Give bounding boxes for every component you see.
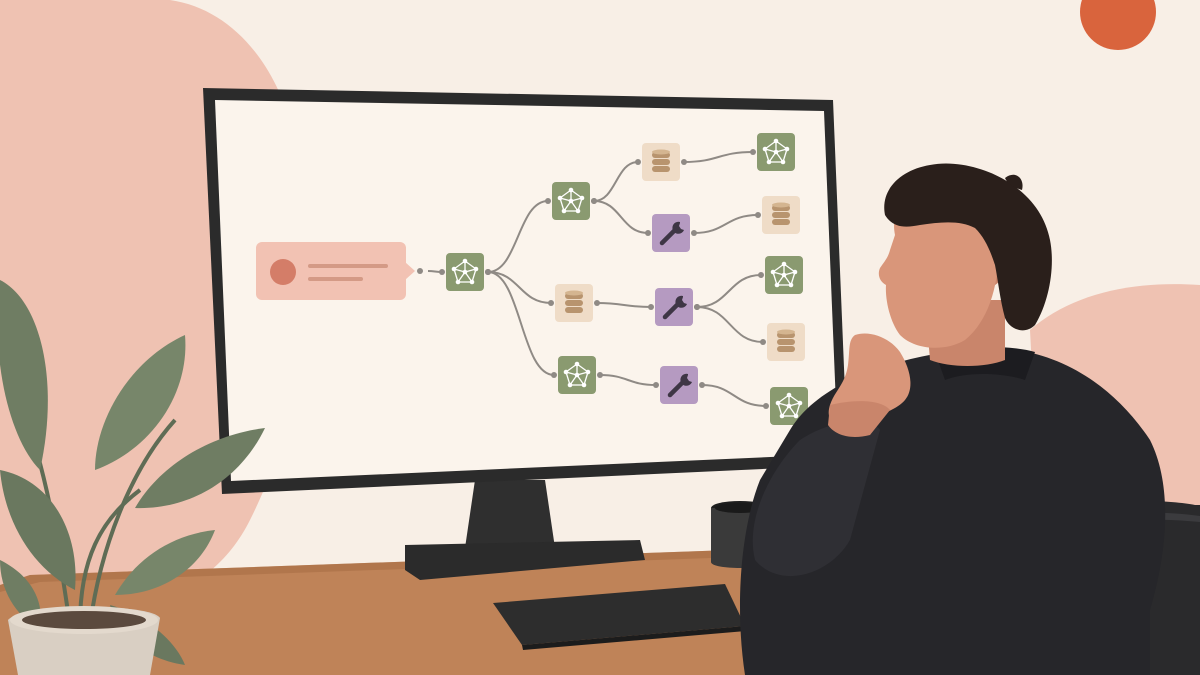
edge-port	[545, 198, 551, 204]
potted-plant	[0, 280, 265, 675]
workflow-edge	[487, 271, 552, 304]
monitor-stand-neck	[465, 480, 555, 548]
edge-port	[439, 269, 445, 275]
input-card[interactable]	[256, 242, 415, 300]
edge-port	[648, 304, 654, 310]
workflow-edge	[487, 271, 555, 376]
network-icon	[557, 187, 585, 214]
person-arm	[752, 421, 880, 577]
edge-port	[681, 159, 687, 165]
workflow-edge	[593, 200, 649, 234]
workflow-node-tool[interactable]	[655, 288, 693, 326]
edge-port	[597, 372, 603, 378]
network-icon	[770, 261, 798, 288]
workflow-edge	[693, 214, 759, 234]
person	[740, 163, 1166, 675]
workflow-edges	[427, 149, 769, 409]
plant-leaf	[0, 280, 48, 470]
edge-port	[485, 269, 491, 275]
edge-port	[758, 272, 764, 278]
plant-leaf	[135, 428, 265, 509]
workflow-nodes	[446, 133, 808, 425]
wrench-icon	[662, 295, 687, 320]
plant-leaf	[115, 530, 215, 595]
edge-port	[763, 403, 769, 409]
database-icon	[777, 329, 795, 352]
workflow-node-database[interactable]	[767, 323, 805, 361]
plant-leaf	[95, 335, 186, 470]
keyboard	[493, 584, 745, 645]
workflow-edge	[701, 384, 767, 407]
edge-port	[594, 300, 600, 306]
workflow-node-network[interactable]	[552, 182, 590, 220]
edge-port	[694, 304, 700, 310]
workflow-node-database[interactable]	[555, 284, 593, 322]
edge-port	[551, 372, 557, 378]
edge-port	[760, 339, 766, 345]
plant-stem	[78, 488, 142, 626]
edge-port	[691, 230, 697, 236]
input-card-line-2	[308, 277, 363, 281]
workflow-node-network[interactable]	[765, 256, 803, 294]
input-card-avatar	[270, 259, 296, 285]
input-card-port	[417, 268, 423, 274]
wrench-icon	[667, 373, 692, 398]
database-icon	[565, 290, 583, 313]
monitor-stand-base	[405, 540, 645, 580]
person-wrist	[828, 401, 890, 437]
workflow-node-network[interactable]	[757, 133, 795, 171]
workflow-edge	[683, 151, 754, 163]
plant-leaf	[0, 470, 76, 590]
workflow-edge	[696, 306, 764, 343]
network-icon	[563, 361, 591, 388]
workflow-node-database[interactable]	[642, 143, 680, 181]
sun-circle	[1080, 0, 1156, 50]
plant-pot-soil	[22, 611, 146, 629]
person-hair	[884, 163, 1052, 331]
input-card-line-1	[308, 264, 388, 268]
workflow-edge	[599, 374, 657, 386]
network-icon	[775, 392, 803, 419]
workflow-node-database[interactable]	[762, 196, 800, 234]
person-hair-tuft	[1005, 174, 1023, 190]
edge-port	[548, 300, 554, 306]
network-icon	[762, 138, 790, 165]
desk-edge	[0, 545, 880, 592]
workflow-node-network[interactable]	[446, 253, 484, 291]
wrench-icon	[659, 221, 684, 246]
workflow-node-tool[interactable]	[652, 214, 690, 252]
edge-port	[645, 230, 651, 236]
network-icon	[451, 258, 479, 285]
database-icon	[772, 202, 790, 225]
database-icon	[652, 149, 670, 172]
edge-port	[591, 198, 597, 204]
workflow-edge	[487, 200, 549, 273]
workflow-node-network[interactable]	[770, 387, 808, 425]
workflow-node-tool[interactable]	[660, 366, 698, 404]
workflow-edge	[596, 302, 652, 308]
plant-stem	[88, 418, 177, 626]
edge-port	[653, 382, 659, 388]
workflow-node-network[interactable]	[558, 356, 596, 394]
keyboard-edge	[522, 626, 746, 650]
edge-port	[699, 382, 705, 388]
edge-port	[750, 149, 756, 155]
workflow-edge	[593, 161, 639, 202]
workflow-edge	[696, 274, 762, 308]
person-face	[878, 191, 999, 348]
edge-port	[635, 159, 641, 165]
edge-port	[755, 212, 761, 218]
